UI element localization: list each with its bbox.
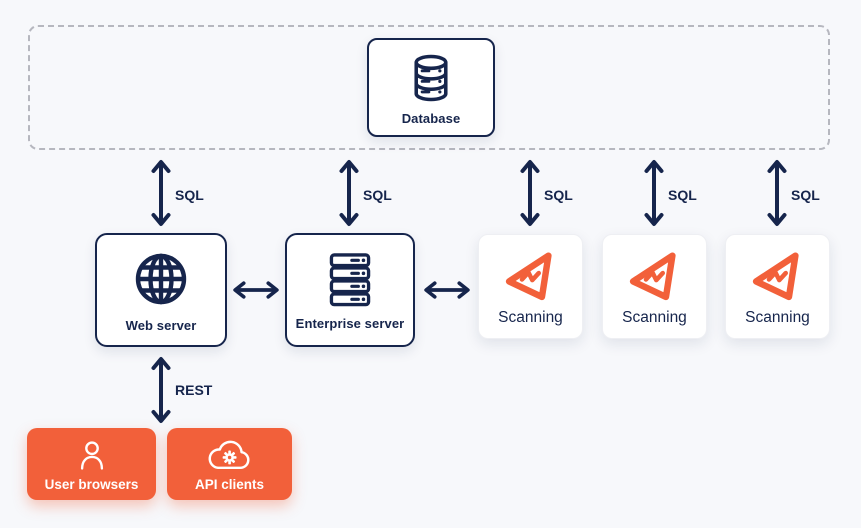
sql-arrow-4 — [644, 160, 664, 226]
sql-label-3: SQL — [544, 187, 573, 203]
scanning-node-1: Scanning — [478, 234, 583, 339]
globe-icon — [135, 253, 187, 305]
sql-arrow-1 — [151, 160, 171, 226]
burp-logo-icon — [629, 252, 676, 301]
database-icon — [414, 54, 448, 101]
burp-logo-icon — [505, 252, 552, 301]
sql-arrow-3 — [520, 160, 540, 226]
web-server-node: Web server — [95, 233, 227, 347]
person-icon — [80, 441, 103, 470]
sql-label-1: SQL — [175, 187, 204, 203]
scanning-label-3: Scanning — [745, 309, 810, 326]
database-label: Database — [401, 110, 461, 126]
enterprise-server-label: Enterprise server — [295, 315, 405, 331]
rest-arrow — [151, 357, 171, 423]
cloud-gear-icon — [208, 440, 250, 470]
arrow-web-enterprise — [233, 281, 279, 299]
database-zone — [28, 25, 830, 150]
sql-arrow-5 — [767, 160, 787, 226]
scanning-label-1: Scanning — [498, 309, 563, 326]
rest-label: REST — [175, 382, 213, 398]
sql-label-5: SQL — [791, 187, 820, 203]
user-browsers-label: User browsers — [44, 477, 139, 492]
user-browsers-node: User browsers — [27, 428, 156, 500]
scanning-node-3: Scanning — [725, 234, 830, 339]
sql-label-4: SQL — [668, 187, 697, 203]
scanning-label-2: Scanning — [622, 309, 687, 326]
web-server-label: Web server — [125, 318, 197, 333]
enterprise-server-node: Enterprise server — [285, 233, 415, 347]
burp-logo-icon — [752, 252, 799, 301]
api-clients-node: API clients — [167, 428, 292, 500]
api-clients-label: API clients — [194, 477, 265, 492]
scanning-node-2: Scanning — [602, 234, 707, 339]
database-node: Database — [367, 38, 495, 137]
sql-label-2: SQL — [363, 187, 392, 203]
server-rack-icon — [329, 252, 371, 306]
arrow-enterprise-scanning — [424, 281, 470, 299]
sql-arrow-2 — [339, 160, 359, 226]
